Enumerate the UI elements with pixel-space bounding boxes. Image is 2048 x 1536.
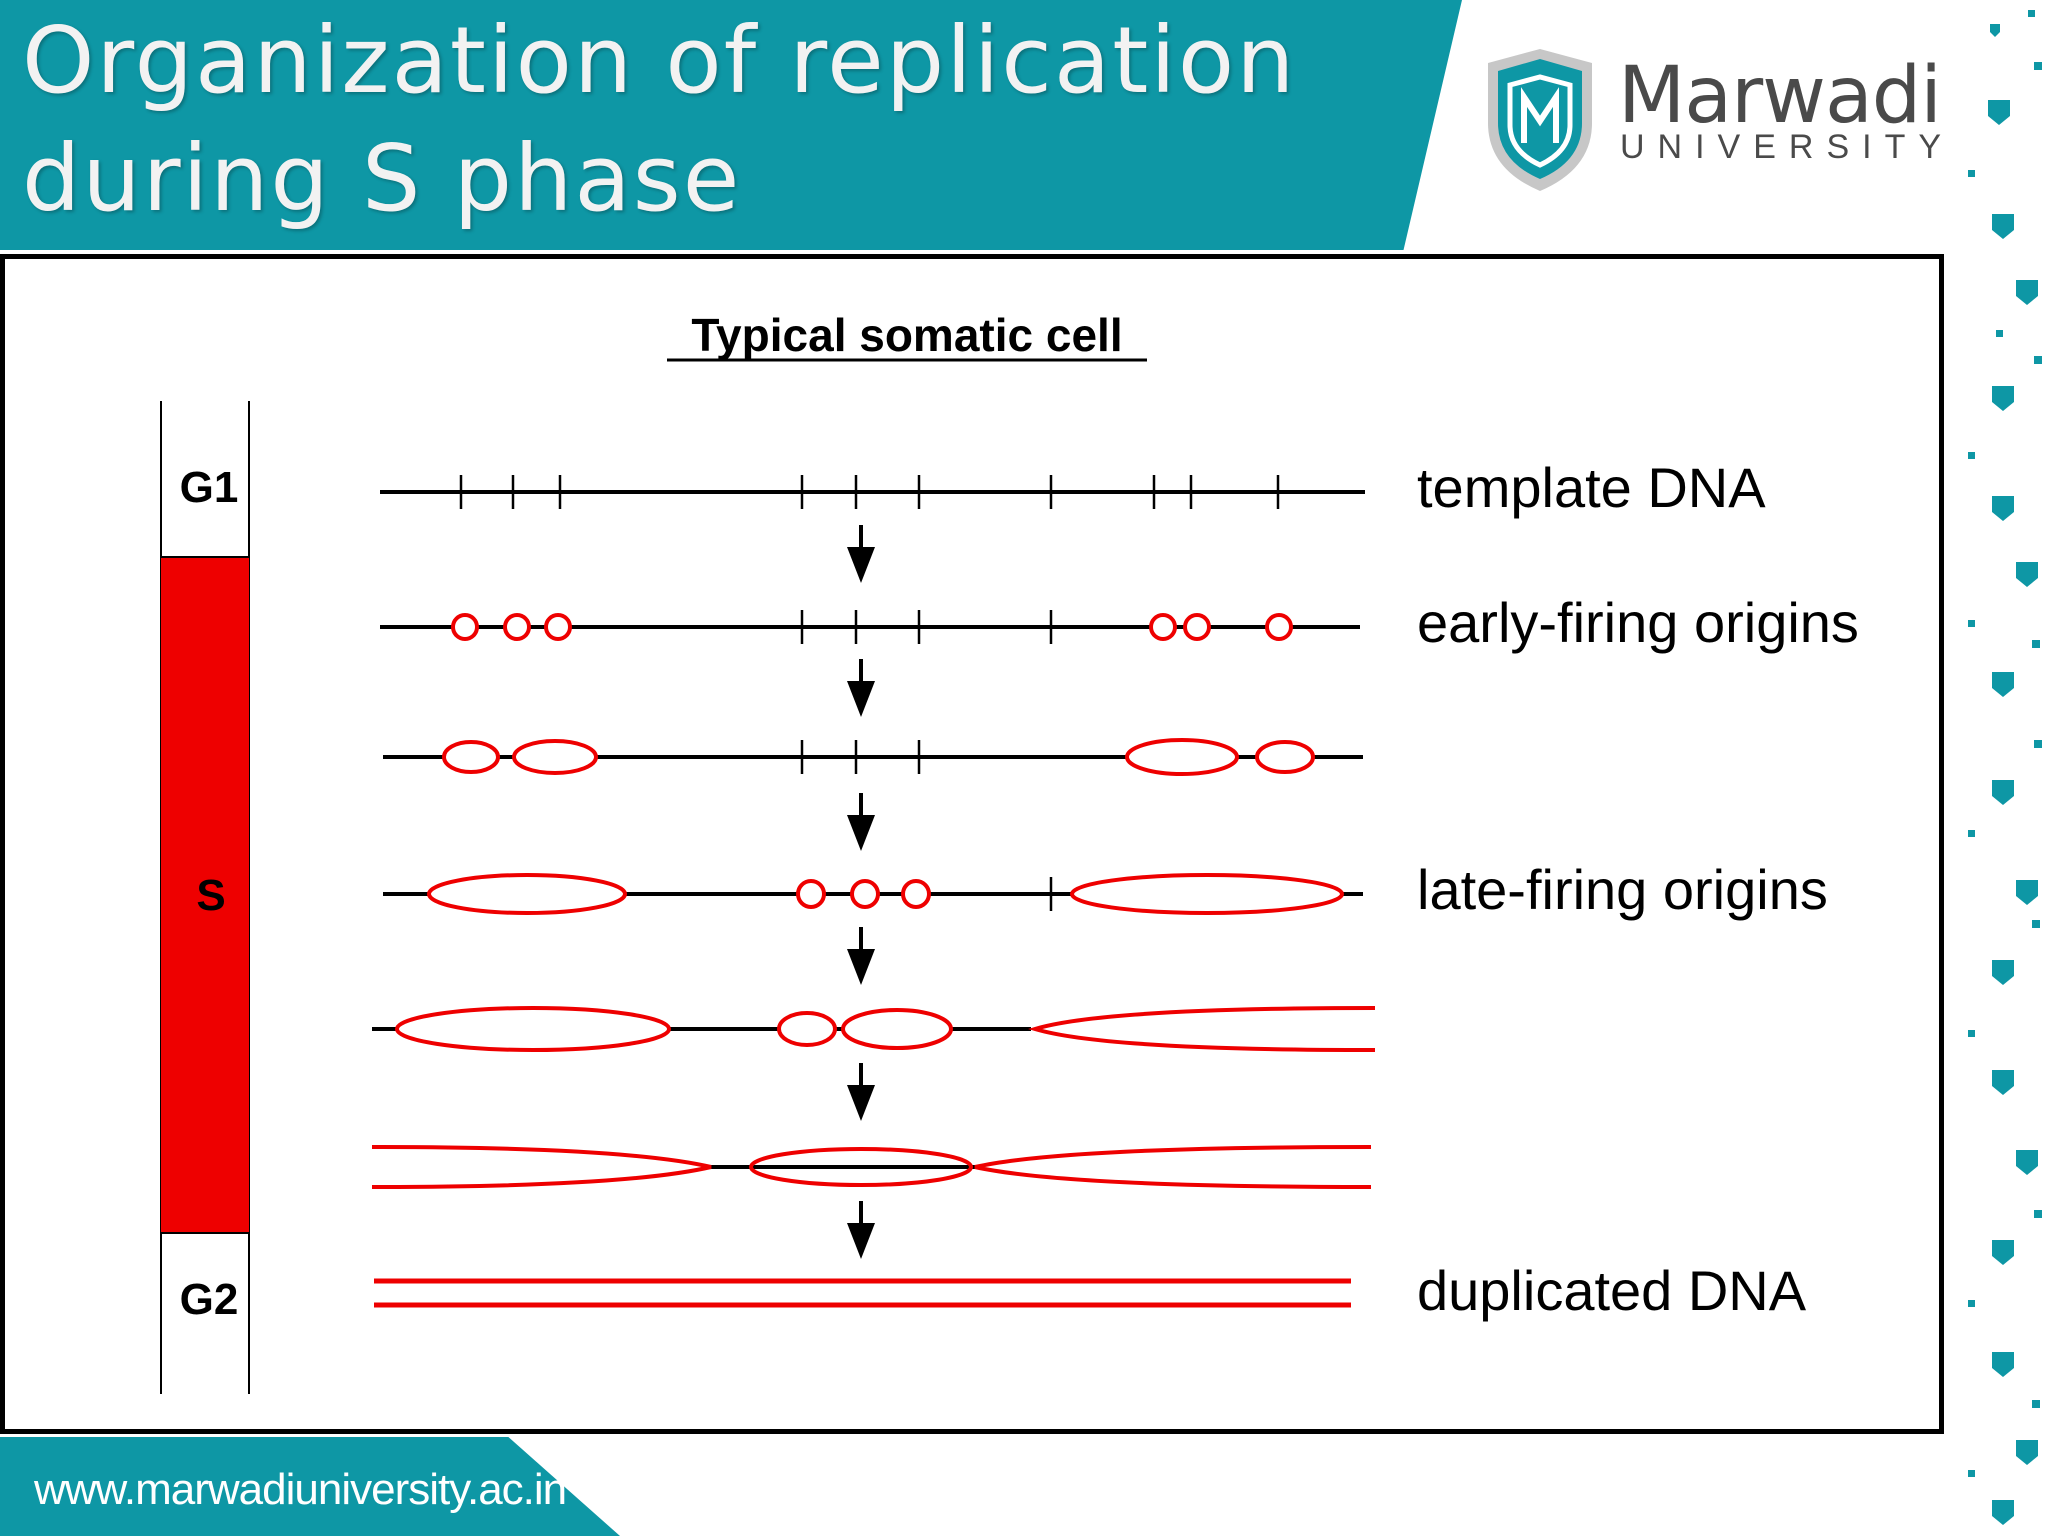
label-early-firing-origins: early-firing origins (1417, 591, 1859, 654)
down-arrow (847, 793, 875, 851)
down-arrow (847, 1201, 875, 1259)
dna-row-forks-merging (372, 1006, 1376, 1052)
phase-label-g2: G2 (180, 1275, 239, 1324)
replication-diagram: Typical somatic cell G1 S G2 (160, 309, 1859, 1394)
university-logo: Marwadi UNIVERSITY (1470, 45, 1950, 205)
logo-subtitle: UNIVERSITY (1620, 128, 1955, 166)
dna-row-bubbles-growing (383, 738, 1363, 776)
header-band (0, 0, 1462, 250)
down-arrow (847, 525, 875, 583)
slide-title-line-1: Organization of replication (22, 7, 1297, 114)
down-arrow (847, 927, 875, 985)
phase-label-g1: G1 (180, 463, 239, 512)
diagram-title: Typical somatic cell (691, 309, 1122, 361)
s-phase-block (161, 557, 249, 1233)
label-late-firing-origins: late-firing origins (1417, 858, 1828, 921)
dna-row-early-origins (380, 610, 1360, 644)
cell-cycle-bar: G1 S G2 (160, 401, 250, 1394)
slide-title: Organization of replication during S pha… (22, 2, 1422, 238)
slide-title-line-2: during S phase (22, 125, 742, 232)
footer-band (0, 1437, 620, 1536)
down-arrow (847, 659, 875, 717)
dna-row-template (380, 475, 1365, 509)
decorative-dot-border (1968, 10, 2042, 1525)
shield-m-logo-icon (1488, 49, 1592, 191)
content-box: Typical somatic cell G1 S G2 (0, 254, 1944, 1434)
dna-row-late-origins (383, 873, 1363, 915)
logo-name: Marwadi (1618, 51, 1942, 141)
footer-website-link[interactable]: www.marwadiuniversity.ac.in (34, 1465, 567, 1514)
dna-row-nearly-complete (371, 1145, 1372, 1189)
label-template-dna: template DNA (1417, 456, 1766, 519)
label-duplicated-dna: duplicated DNA (1417, 1259, 1807, 1322)
dna-row-duplicated (374, 1278, 1351, 1308)
phase-label-s: S (196, 871, 225, 920)
down-arrow (847, 1063, 875, 1121)
